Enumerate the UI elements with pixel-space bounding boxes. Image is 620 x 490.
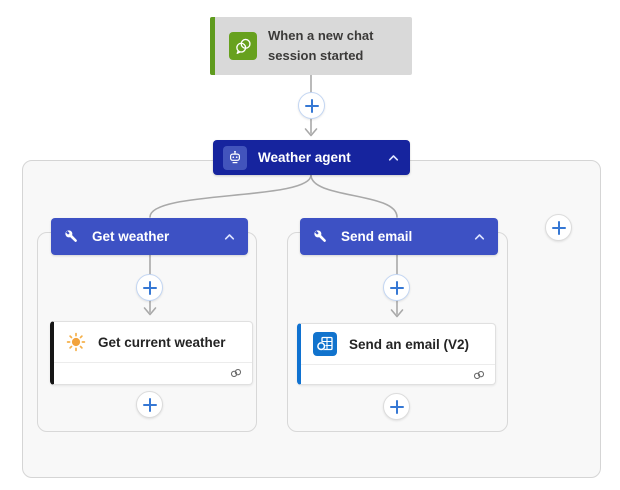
chevron-up-icon[interactable] xyxy=(473,231,486,243)
action-card-footer xyxy=(301,364,495,385)
trigger-title: When a new chat session started xyxy=(268,26,373,66)
chat-bubbles-icon xyxy=(229,32,257,60)
bot-icon xyxy=(223,145,247,170)
plus-icon xyxy=(142,280,157,295)
tool-node-send-email[interactable]: Send email xyxy=(300,218,498,255)
connection-icon[interactable] xyxy=(229,366,243,380)
tool-node-get-weather[interactable]: Get weather xyxy=(51,218,248,255)
action-card-main: Send an email (V2) xyxy=(301,324,495,364)
chevron-up-icon[interactable] xyxy=(223,231,236,243)
tool-node-label: Get weather xyxy=(92,229,170,244)
outlook-icon xyxy=(313,332,337,356)
action-card-label: Get current weather xyxy=(98,334,226,350)
trigger-title-line1: When a new chat xyxy=(268,28,374,43)
insert-action-button-get-weather[interactable] xyxy=(136,274,163,301)
add-tool-button-agent-scope[interactable] xyxy=(545,214,572,241)
sun-icon xyxy=(66,332,86,352)
wrench-icon xyxy=(63,228,80,245)
plus-icon xyxy=(551,220,566,235)
add-action-button-get-weather-bottom[interactable] xyxy=(136,391,163,418)
action-card-main: Get current weather xyxy=(54,322,252,362)
plus-icon xyxy=(389,280,404,295)
trigger-title-line2: session started xyxy=(268,48,364,63)
agent-node-label: Weather agent xyxy=(258,150,351,165)
agent-node-weather-agent[interactable]: Weather agent xyxy=(213,140,410,175)
plus-icon xyxy=(389,399,404,414)
action-card-label: Send an email (V2) xyxy=(349,336,470,352)
arrowhead-trigger-to-agent xyxy=(304,128,318,137)
connection-icon[interactable] xyxy=(472,368,486,382)
tool-node-label: Send email xyxy=(341,229,413,244)
add-action-button-send-email-bottom[interactable] xyxy=(383,393,410,420)
plus-icon xyxy=(142,397,157,412)
wrench-icon xyxy=(312,228,329,245)
action-card-send-an-email-v2[interactable]: Send an email (V2) xyxy=(297,323,496,385)
action-card-footer xyxy=(54,362,252,383)
action-card-get-current-weather[interactable]: Get current weather xyxy=(50,321,253,385)
trigger-card-new-chat-session[interactable]: When a new chat session started xyxy=(210,17,412,75)
chevron-up-icon[interactable] xyxy=(387,152,400,164)
plus-icon xyxy=(304,98,319,113)
insert-step-button-after-trigger[interactable] xyxy=(298,92,325,119)
insert-action-button-send-email[interactable] xyxy=(383,274,410,301)
